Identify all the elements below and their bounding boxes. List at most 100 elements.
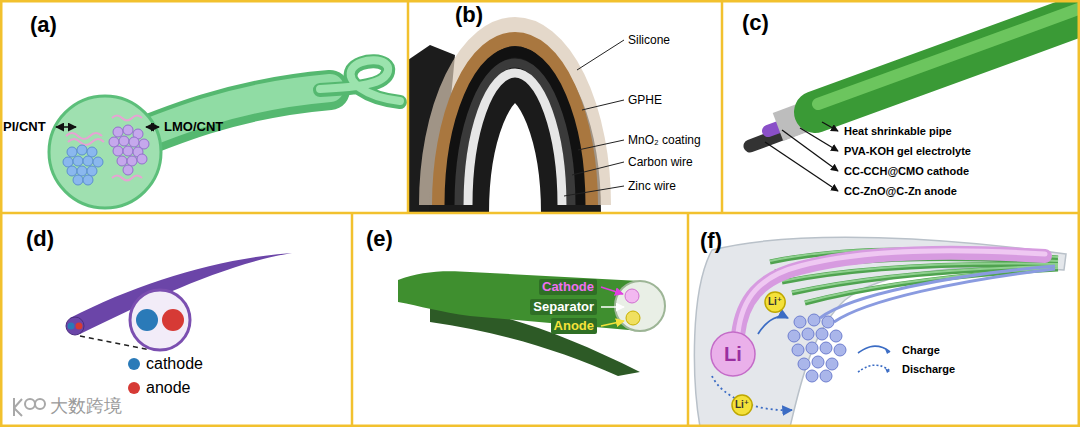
watermark-logo-part	[35, 399, 45, 409]
panel-a-fiber-part-part	[77, 145, 87, 155]
legend-text: Charge	[902, 344, 940, 356]
panel-a-fiber-part-part	[67, 166, 77, 176]
panel-f-fiber-part-part	[798, 358, 810, 370]
panel-b-sleeve-part	[572, 162, 624, 175]
panel-f-fiber-part-part	[788, 330, 800, 342]
legend-entry: Discharge	[856, 362, 955, 376]
panel-d-fiber-part	[130, 290, 190, 350]
panel-f-fiber-part	[788, 314, 846, 382]
panel-f-fiber-part-part	[834, 344, 846, 356]
part-label: MnO₂ coating	[628, 133, 701, 147]
panel-f-fiber-part	[738, 251, 1045, 333]
legend-swatch	[128, 382, 140, 394]
panel-frame-part	[351, 213, 354, 427]
panel-a-fiber-part-part	[117, 156, 127, 166]
node-text: Li	[724, 343, 742, 365]
panel-f-fiber-part	[694, 237, 1066, 427]
panel-a-fiber-part	[66, 116, 142, 181]
panel-e-fiber-part	[615, 281, 665, 331]
panel-a-fiber-part-part	[77, 166, 87, 176]
panel-f-fiber-part-part	[802, 328, 814, 340]
panel-letter: (d)	[26, 226, 54, 252]
legend-entry: cathode	[128, 355, 203, 373]
panel-frame-part	[721, 0, 724, 213]
panel-f-fiber-part-part	[808, 314, 820, 326]
panel-frame-part	[687, 213, 690, 427]
panel-f-fiber-part-part	[822, 316, 834, 328]
panel-f-fiber-part-part	[820, 342, 832, 354]
panel-a-fiber-part-part	[83, 156, 93, 166]
panel-e-fiber-part	[601, 287, 623, 294]
panel-a-fiber-part-part	[123, 146, 133, 156]
panel-d-fiber-part	[66, 317, 84, 335]
panel-b-sleeve-part	[582, 100, 624, 110]
panel-letter: (b)	[455, 2, 483, 28]
panel-f-fiber-part-part	[806, 370, 818, 382]
part-label: GPHE	[628, 93, 662, 107]
panel-e-fiber-part	[626, 311, 640, 325]
legend-sample-head	[885, 368, 890, 373]
panel-c-fiber	[750, 3, 1080, 191]
panel-f-fiber-part	[834, 269, 1055, 322]
node-text: Li⁺	[768, 296, 782, 307]
legend-text: anode	[146, 379, 191, 397]
legend-sample-line	[858, 346, 890, 353]
panel-f-fiber-part-part	[830, 330, 842, 342]
legend-text: cathode	[146, 355, 203, 373]
panel-f-fiber-part-part	[792, 344, 804, 356]
panel-d-fiber-part	[68, 323, 75, 330]
panel-d-fiber	[66, 253, 292, 350]
watermark-logo-part	[25, 399, 35, 409]
panel-c-fiber-part	[782, 130, 838, 171]
panel-a-fiber-part-part	[112, 116, 142, 121]
panel-a-fiber-part-part	[127, 156, 137, 166]
legend-swatch	[128, 358, 140, 370]
panel-a-fiber-part	[49, 96, 161, 208]
panel-a-fiber-part-part	[83, 175, 93, 185]
part-label: Zinc wire	[628, 179, 676, 193]
panel-d-fiber-part	[136, 309, 158, 331]
panel-c-fiber-part	[822, 122, 838, 131]
panel-a-fiber-part	[56, 126, 76, 128]
panel-b-sleeve-part	[578, 140, 624, 150]
panel-b-sleeve-part	[439, 39, 591, 205]
panel-a-fiber-part	[63, 145, 103, 185]
panel-c-fiber-part	[818, 3, 1080, 104]
part-label: Silicone	[628, 33, 670, 47]
panel-a-fiber-part-part	[119, 136, 129, 146]
legend-sample	[856, 343, 896, 357]
watermark-logo	[14, 398, 45, 416]
panel-a-fiber-part	[109, 125, 149, 175]
panel-letter: (c)	[742, 10, 769, 36]
legend-sample	[856, 362, 896, 376]
part-label: CC-CCH@CMO cathode	[844, 165, 969, 178]
panel-letter: (a)	[30, 12, 57, 38]
panel-a-fiber-part-part	[87, 166, 97, 176]
panel-a-fiber-part-part	[73, 156, 83, 166]
panel-f-fiber-part-part	[806, 342, 818, 354]
legend-sample-line	[858, 365, 890, 372]
panel-a-fiber-part-part	[113, 146, 123, 156]
panel-a-fiber-part	[320, 60, 400, 101]
watermark: 大数跨境	[50, 396, 122, 418]
ion-circle: Li⁺	[731, 394, 753, 416]
watermark-logo-part	[14, 398, 22, 416]
panel-c-fiber-part	[765, 142, 838, 191]
panel-a-fiber-part-part	[123, 125, 133, 135]
panel-b-sleeve-part	[427, 25, 603, 205]
panel-f-fiber-part-part	[820, 370, 832, 382]
panel-d-fiber-part	[76, 323, 83, 330]
node-text: Li⁺	[735, 399, 749, 410]
panel-a-fiber-part-part	[93, 157, 103, 167]
panel-f-fiber-part	[758, 317, 788, 334]
panel-letter: (f)	[700, 228, 722, 254]
part-label: Separator	[530, 299, 597, 315]
panel-b-sleeve-part	[468, 73, 562, 205]
panel-f-fiber-part-part	[794, 316, 806, 328]
legend-entry: Charge	[856, 343, 940, 357]
legend-sample-head	[885, 349, 890, 354]
node-outline-circle	[765, 292, 785, 312]
